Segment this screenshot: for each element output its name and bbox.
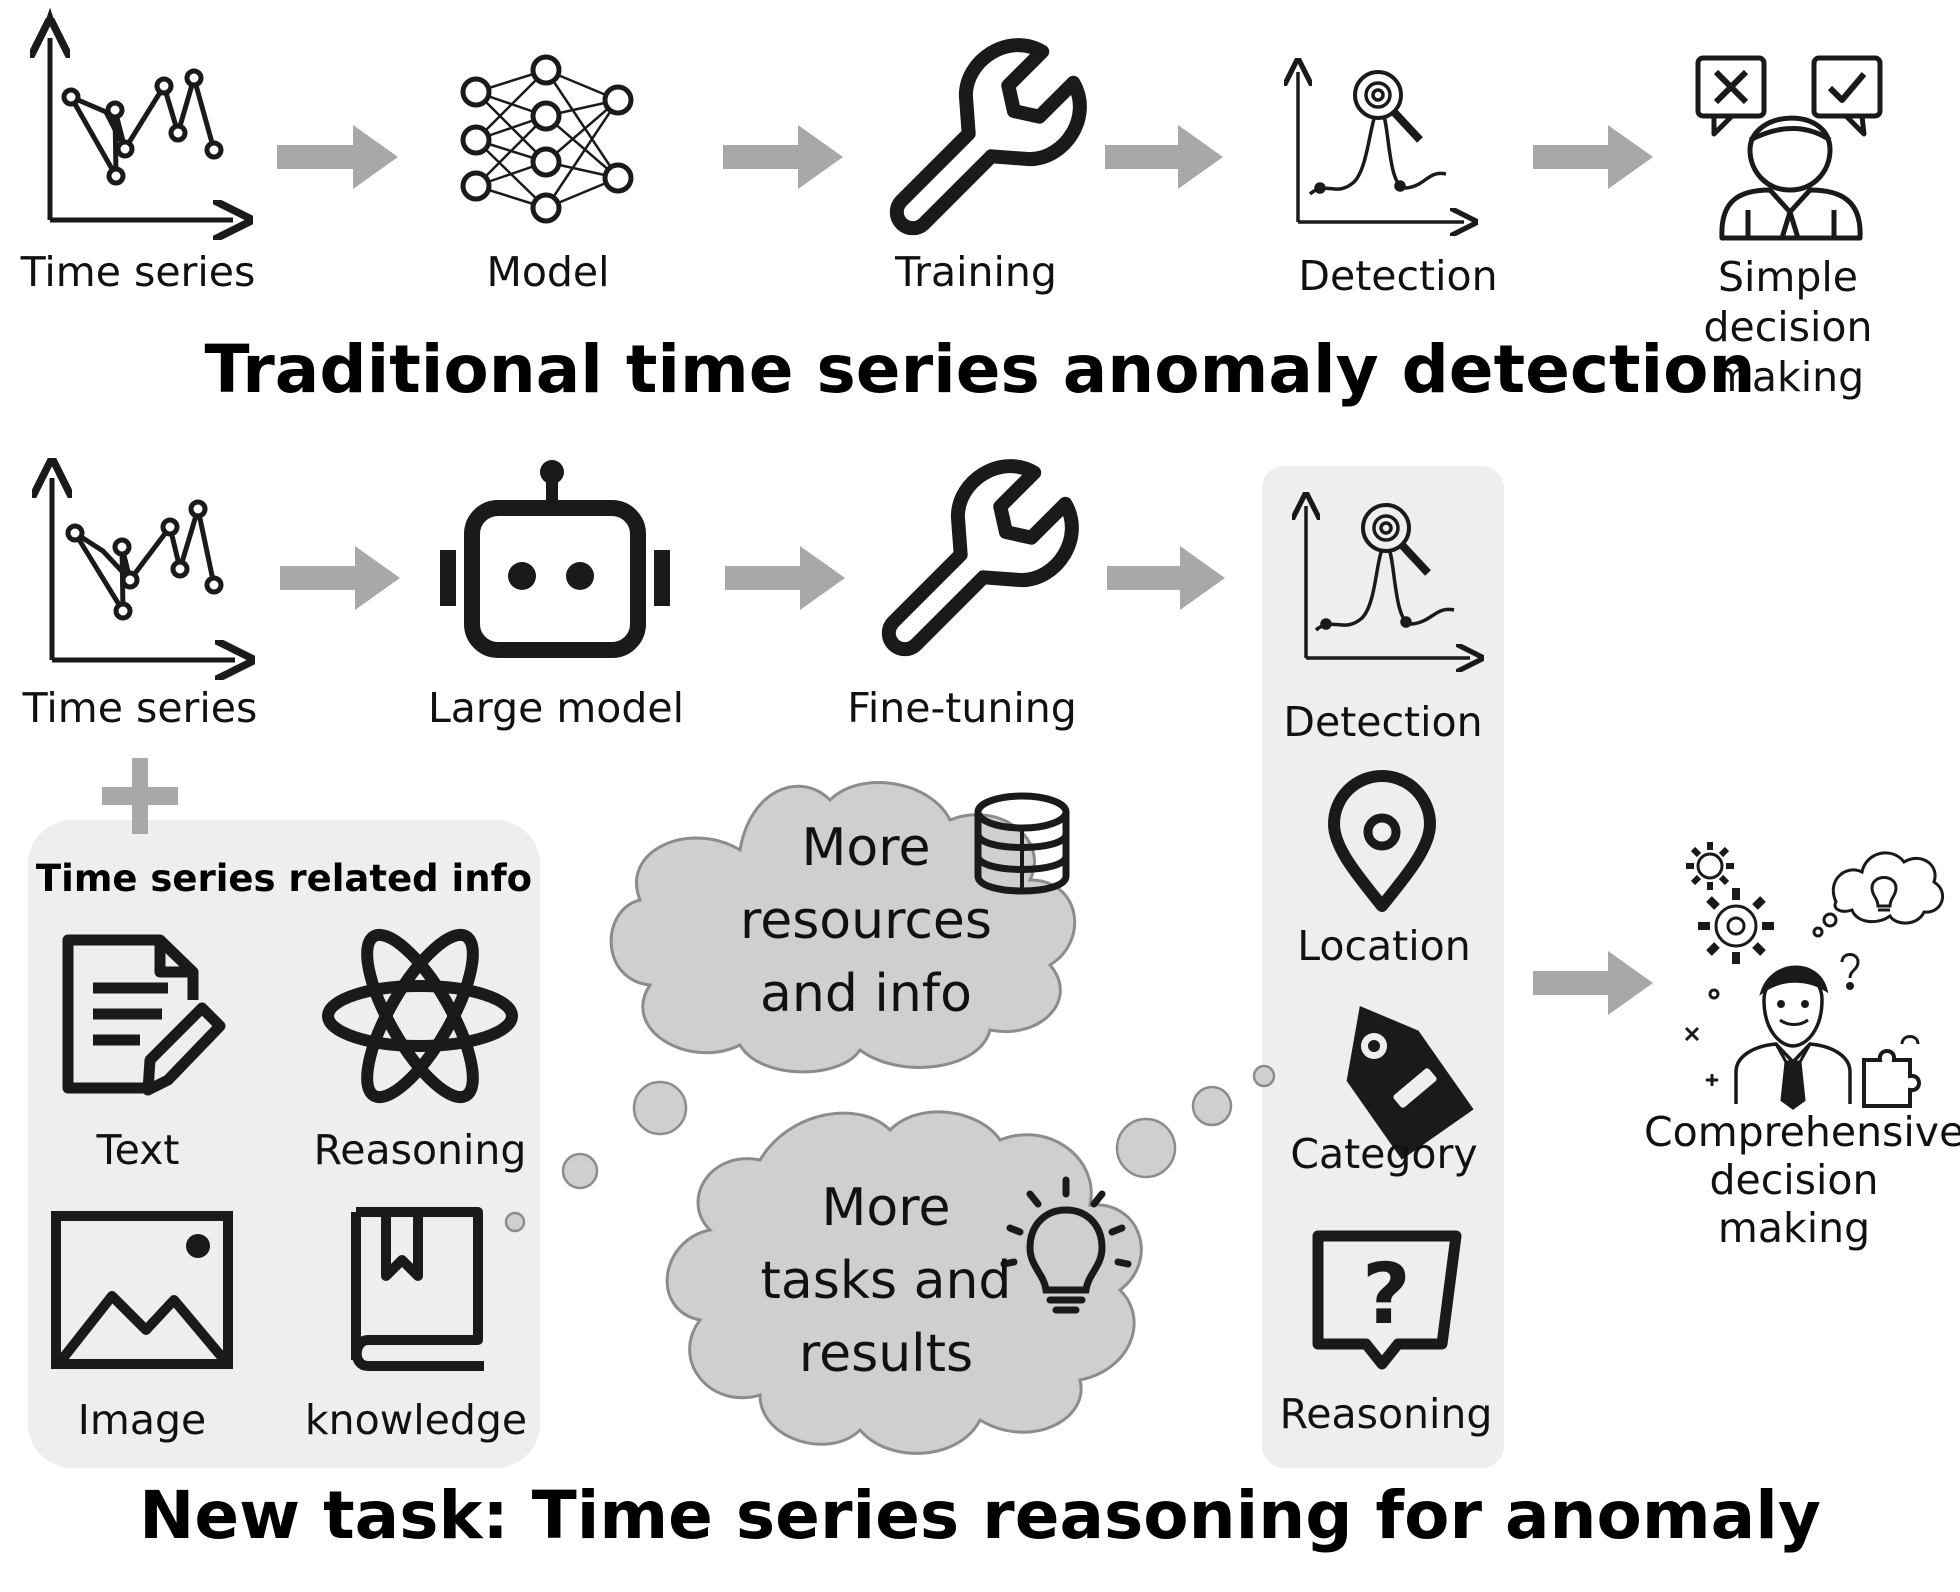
robot-icon	[440, 460, 670, 658]
label-fine-tuning: Fine-tuning	[847, 684, 1077, 732]
label-text: Text	[96, 1126, 180, 1174]
title-new-task: New task: Time series reasoning for anom…	[139, 1477, 1821, 1554]
arrow-ts-to-large-model	[280, 546, 400, 610]
label-category: Category	[1290, 1130, 1478, 1178]
line-chart-icon-2	[52, 478, 235, 660]
wrench-icon-2	[881, 459, 1079, 657]
cloud-resources-line-2: resources	[739, 891, 992, 951]
plus-icon	[102, 758, 178, 834]
wrench-icon	[889, 38, 1087, 236]
cloud-resources-line-1: More	[801, 818, 931, 878]
question-mark-glyph: ?	[1362, 1245, 1411, 1343]
arrow-finetune-to-tasks	[1107, 546, 1225, 610]
label-time-series-bottom: Time series	[22, 684, 258, 732]
title-traditional: Traditional time series anomaly detectio…	[204, 331, 1756, 408]
arrow-detection-to-decision	[1533, 125, 1653, 189]
location-pin-icon	[1328, 770, 1436, 912]
atom-icon	[322, 928, 518, 1104]
arrow-tasks-to-outcome	[1533, 951, 1653, 1015]
document-edit-icon	[62, 934, 226, 1096]
cloud-tasks-text: More tasks and results	[726, 1172, 1046, 1391]
cloud-tasks-line-2: tasks and	[760, 1251, 1012, 1311]
cloud-tasks-line-1: More	[821, 1178, 951, 1238]
person-decision-icon	[1695, 55, 1883, 241]
label-detection-top: Detection	[1298, 252, 1498, 300]
cloud-resources-line-3: and info	[760, 964, 972, 1024]
thought-dots	[504, 1064, 1276, 1233]
image-icon	[51, 1211, 233, 1369]
label-location: Location	[1297, 922, 1471, 970]
flow-arrows-top	[277, 125, 1653, 189]
flow-arrows-bottom	[280, 546, 1653, 1015]
label-model: Model	[486, 248, 610, 296]
label-image: Image	[77, 1396, 207, 1444]
lightbulb-icon	[1000, 1176, 1132, 1314]
peak-detection-icon-2	[1306, 505, 1470, 658]
database-icon	[974, 792, 1070, 895]
label-knowledge: knowledge	[304, 1396, 528, 1444]
tag-icon	[1346, 1006, 1474, 1160]
arrow-model-to-training	[723, 125, 843, 189]
arrow-training-to-detection	[1105, 125, 1223, 189]
arrow-large-model-to-finetune	[725, 546, 845, 610]
label-detection-task: Detection	[1283, 698, 1483, 746]
arrow-ts-to-model	[277, 125, 398, 189]
label-comprehensive-decision: Comprehensive decision making	[1644, 1108, 1960, 1252]
label-simple-decision: Simple decision making	[1703, 253, 1873, 401]
question-sign-icon	[1312, 1230, 1462, 1370]
label-large-model: Large model	[427, 684, 685, 732]
neural-network-icon	[460, 54, 634, 224]
person-thinking-icon	[1684, 842, 1945, 1110]
label-reasoning-task: Reasoning	[1279, 1390, 1493, 1438]
related-info-title: Time series related info	[35, 857, 533, 900]
book-icon	[351, 1207, 484, 1371]
label-training: Training	[895, 248, 1057, 296]
line-chart-icon	[48, 7, 233, 220]
label-reasoning-info: Reasoning	[313, 1126, 527, 1174]
cloud-resources-text: More resources and info	[706, 812, 1026, 1031]
peak-detection-icon	[1298, 72, 1464, 222]
cloud-resources	[609, 781, 1077, 1074]
label-time-series-top: Time series	[20, 248, 256, 296]
cloud-tasks	[665, 1110, 1143, 1455]
tasks-panel	[1262, 466, 1504, 1468]
cloud-tasks-line-3: results	[798, 1324, 974, 1384]
